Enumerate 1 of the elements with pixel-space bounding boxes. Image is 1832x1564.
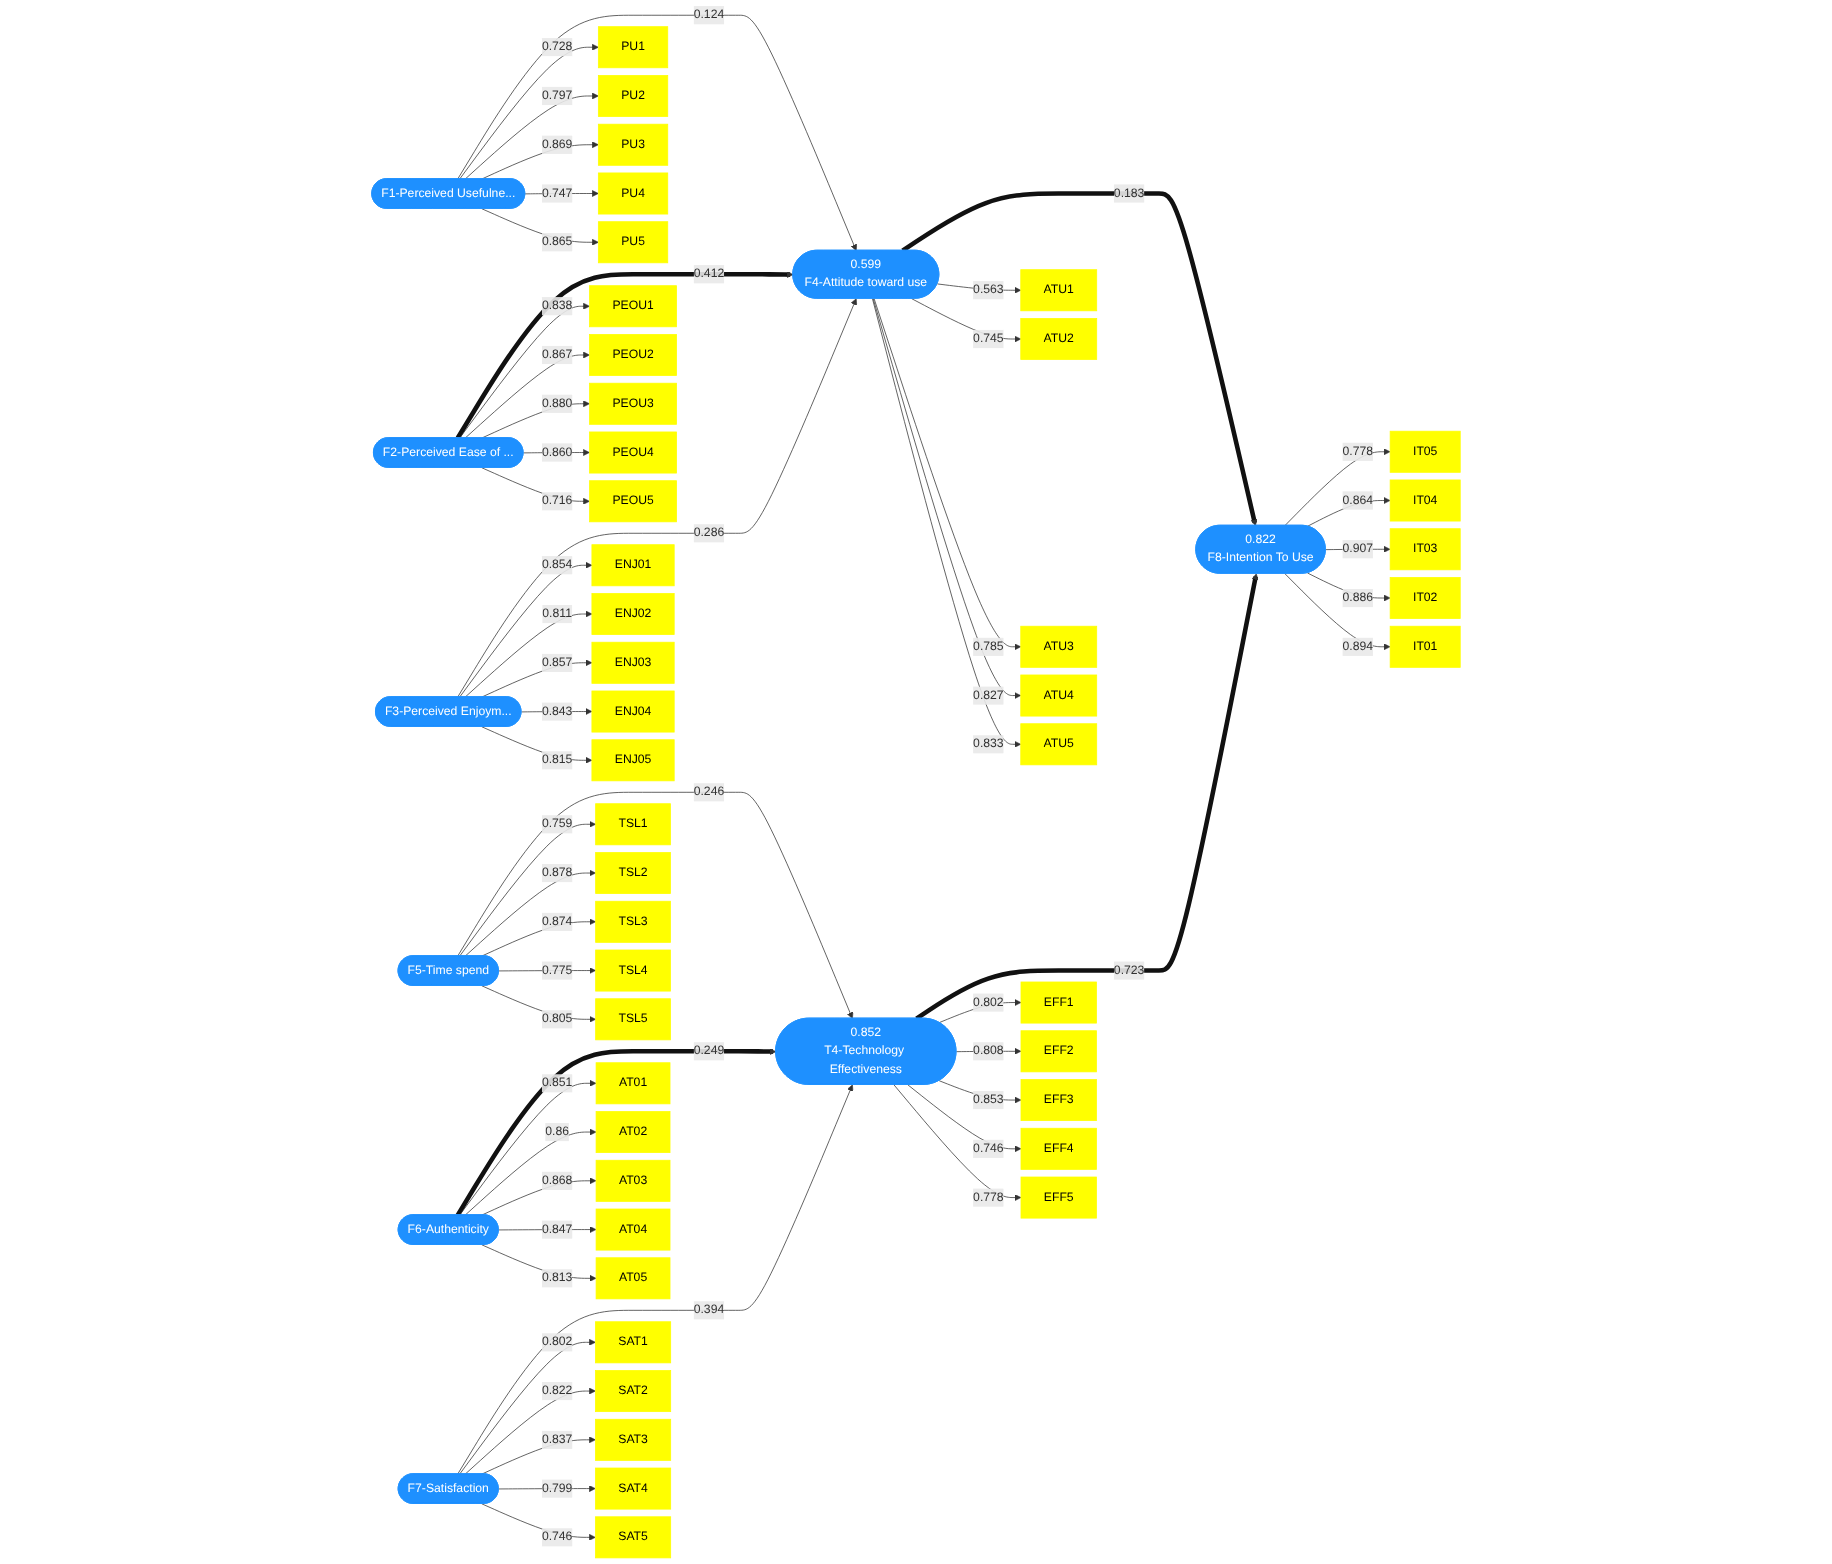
arrow [901,191,1258,526]
